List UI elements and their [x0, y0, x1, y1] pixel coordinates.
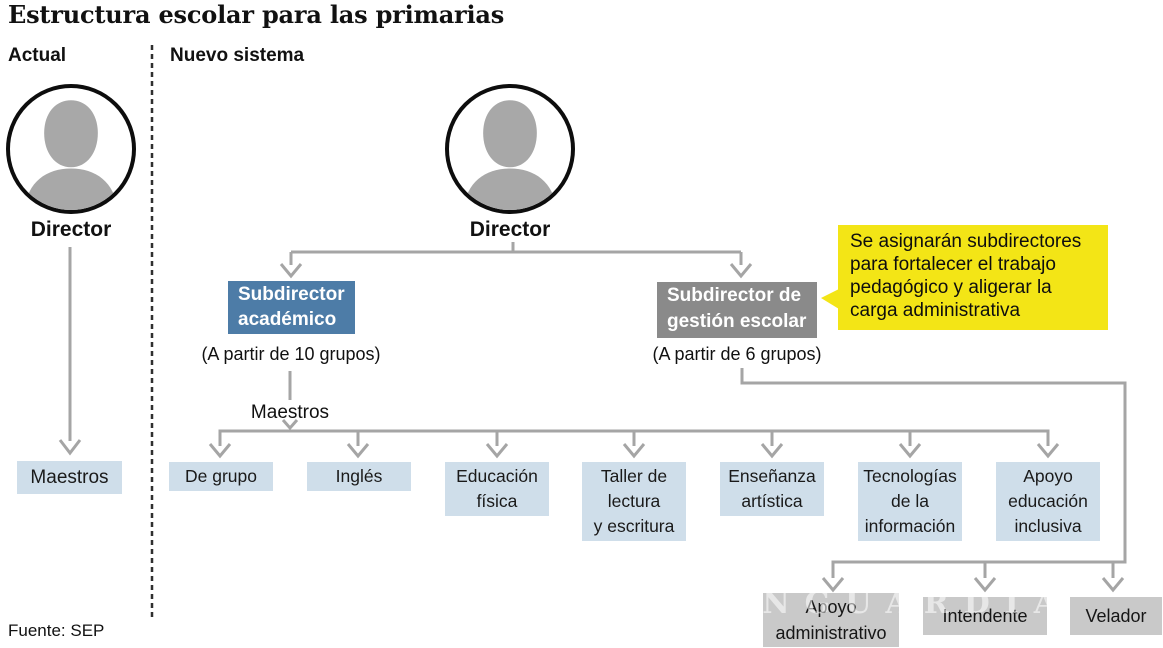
callout-text: Se asignarán subdirectores para fortalec…	[850, 231, 1082, 321]
teacher-box-ingles: Inglés	[307, 462, 411, 491]
director-label-new: Director	[469, 218, 551, 241]
maestros-box-current: Maestros	[17, 461, 122, 494]
teacher-box-de-grupo: De grupo	[169, 462, 273, 491]
subdirector-academico-box: Subdirector académico	[228, 281, 355, 334]
yellow-callout: Se asignarán subdirectores para fortalec…	[821, 225, 1108, 330]
staff-box-apoyo-administrativo: Apoyo administrativo	[763, 593, 899, 647]
maestros-group-label: Maestros	[250, 402, 330, 423]
teacher-box-apoyo-inclusiva: Apoyo educación inclusiva	[996, 462, 1100, 541]
person-silhouette-icon	[463, 100, 557, 210]
academico-note: (A partir de 10 grupos)	[201, 344, 381, 364]
teacher-box-ensenanza-artistica: Enseñanza artística	[720, 462, 824, 516]
director-avatar-current	[6, 84, 136, 214]
person-silhouette-icon	[24, 100, 118, 210]
director-label-current: Director	[30, 218, 112, 241]
section-label-actual: Actual	[8, 45, 67, 66]
callout-pointer	[821, 289, 839, 309]
teacher-box-taller-lectura: Taller de lectura y escritura	[582, 462, 686, 541]
source-credit: Fuente: SEP	[8, 621, 105, 640]
subdirector-gestion-box: Subdirector de gestión escolar	[657, 282, 817, 338]
page-title: Estructura escolar para las primarias	[8, 0, 505, 29]
staff-box-intendente: Intendente	[923, 597, 1047, 635]
director-avatar-new	[445, 84, 575, 214]
teacher-box-tecnologias: Tecnologías de la información	[858, 462, 962, 541]
staff-box-velador: Velador	[1070, 597, 1162, 635]
section-label-nuevo-sistema: Nuevo sistema	[170, 45, 305, 66]
gestion-note: (A partir de 6 grupos)	[652, 344, 822, 364]
teacher-box-educacion-fisica: Educación física	[445, 462, 549, 516]
